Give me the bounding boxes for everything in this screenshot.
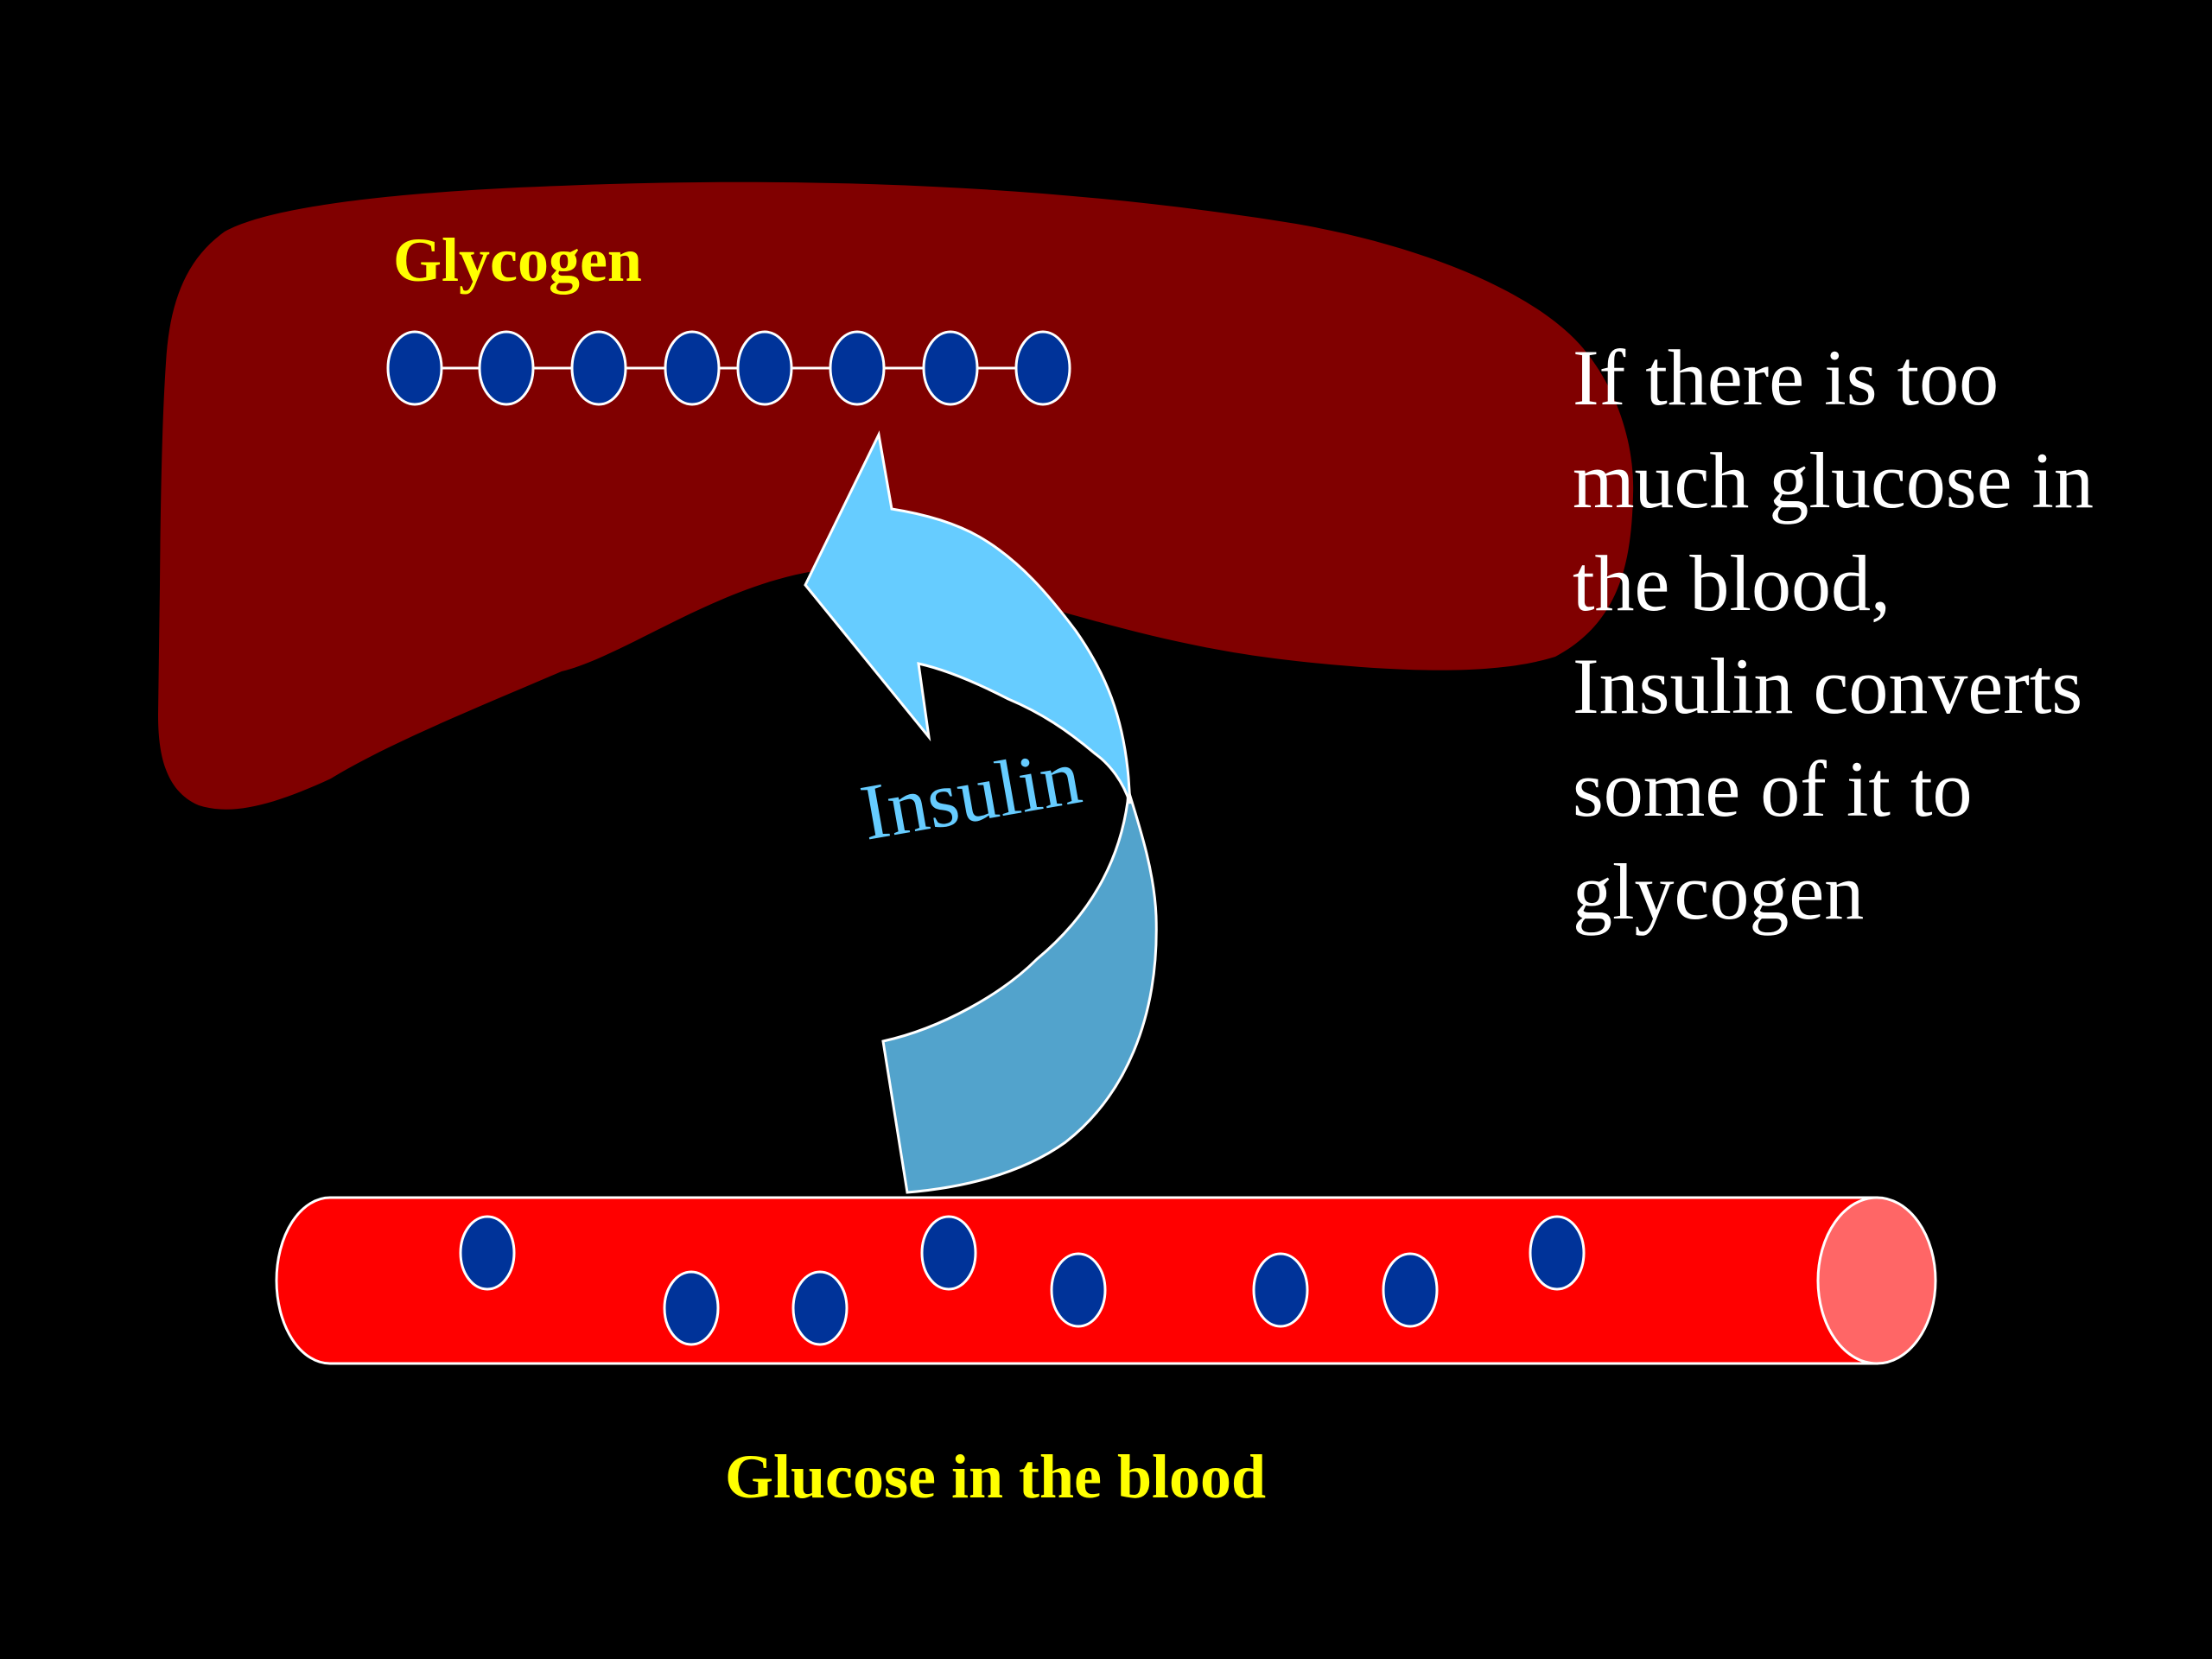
blood-glucose-molecule xyxy=(459,1215,516,1291)
explanation-line: some of it to xyxy=(1573,745,1973,833)
glucose-dots xyxy=(459,1215,1586,1346)
blood-vessel-end-cap xyxy=(1816,1196,1937,1365)
blood-glucose-molecule xyxy=(1529,1215,1586,1291)
explanation-line: Insulin converts xyxy=(1573,642,2083,730)
glycogen-glucose-unit xyxy=(664,330,721,406)
insulin-arrow xyxy=(804,430,1158,1194)
explanation-text: If there is too much glucose in the blood,… xyxy=(1573,327,2177,944)
glycogen-glucose-unit xyxy=(922,330,979,406)
explanation-line: much glucose in xyxy=(1573,436,2094,524)
liver-shape xyxy=(158,181,1634,810)
glucose-in-blood-label: Glucose in the blood xyxy=(725,1442,1266,1511)
insulin-arrow-lower-band xyxy=(881,790,1158,1194)
blood-glucose-molecule xyxy=(791,1270,849,1346)
glycogen-chain xyxy=(386,330,1071,406)
glycogen-glucose-unit xyxy=(1014,330,1071,406)
glycogen-glucose-unit xyxy=(736,330,793,406)
blood-glucose-molecule xyxy=(663,1270,720,1346)
blood-glucose-molecule xyxy=(1382,1252,1439,1328)
glycogen-glucose-unit xyxy=(386,330,443,406)
insulin-arrow-head-band xyxy=(804,430,1132,804)
explanation-line: If there is too xyxy=(1573,334,1999,422)
glycogen-label: Glycogen xyxy=(393,226,642,295)
blood-vessel xyxy=(275,1196,1937,1365)
glycogen-glucose-unit xyxy=(478,330,535,406)
blood-glucose-molecule xyxy=(920,1215,977,1291)
blood-glucose-molecule xyxy=(1050,1252,1107,1328)
glycogen-glucose-unit xyxy=(570,330,627,406)
explanation-line: glycogen xyxy=(1573,848,1865,936)
explanation-line: the blood, xyxy=(1573,539,1891,627)
glycogen-glucose-unit xyxy=(829,330,886,406)
blood-glucose-molecule xyxy=(1252,1252,1309,1328)
